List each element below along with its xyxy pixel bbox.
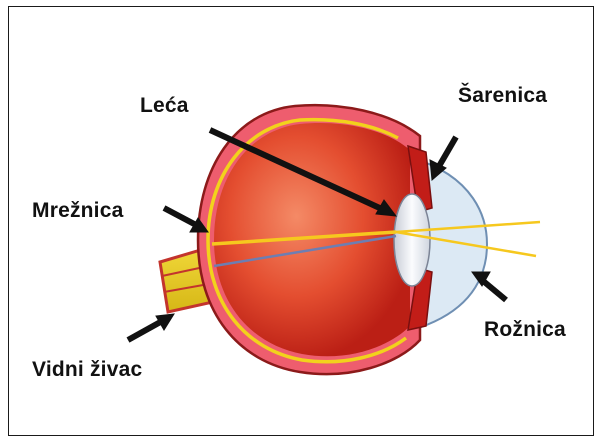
lens [394, 194, 430, 286]
label-iris: Šarenica [458, 84, 547, 108]
label-retina: Mrežnica [32, 199, 123, 223]
label-optic-nerve: Vidni živac [32, 358, 142, 382]
label-lens: Leća [140, 94, 189, 118]
arrow-optic-nerve [128, 314, 174, 340]
label-cornea: Rožnica [484, 318, 566, 342]
